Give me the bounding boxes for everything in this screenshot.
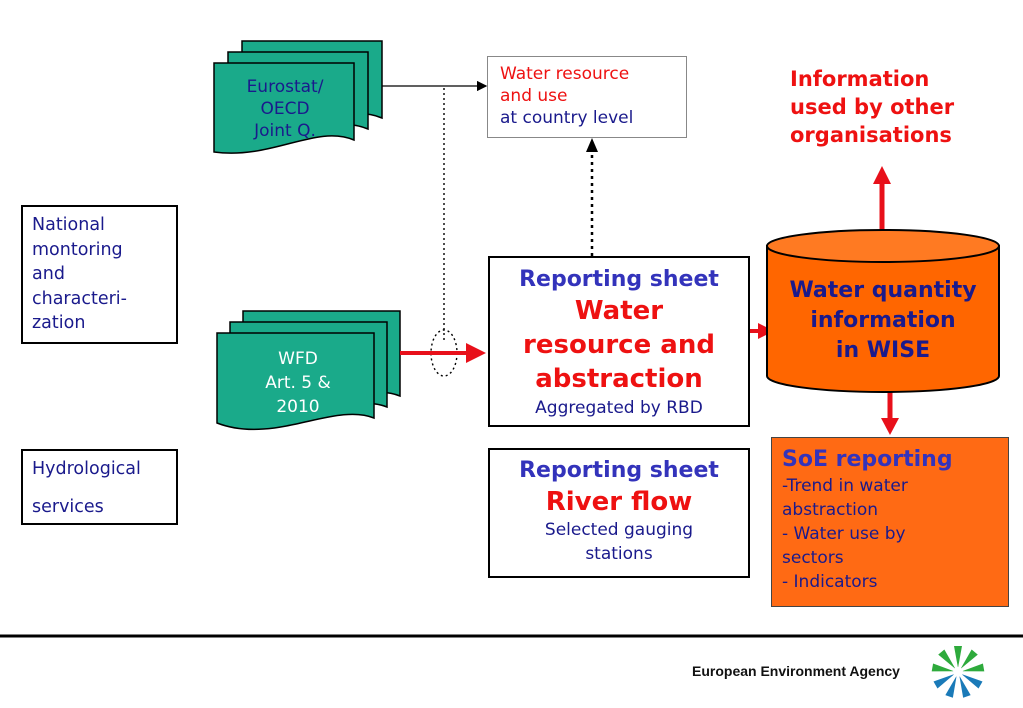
soe-line-1: -Trend in water xyxy=(782,476,908,496)
info-line-2: used by other xyxy=(790,95,955,119)
wfd-line-3: 2010 xyxy=(276,397,320,417)
wfd-line-2: Art. 5 & xyxy=(265,373,331,393)
national-monitoring-box: National montoring and characteri- zatio… xyxy=(21,205,178,344)
eurostat-line-2: OECD xyxy=(260,99,310,119)
eurostat-document-stack xyxy=(213,40,383,154)
info-line-1: Information xyxy=(790,67,930,91)
eurostat-doc-label: Eurostat/ OECD Joint Q. xyxy=(220,76,350,142)
info-other-orgs: Information used by other organisations xyxy=(790,65,954,149)
national-line-3: and xyxy=(32,264,65,284)
sheet-water-main-3: abstraction xyxy=(535,364,703,394)
wfd-doc-label: WFD Art. 5 & 2010 xyxy=(228,347,368,419)
sheet-river-main: River flow xyxy=(545,487,693,517)
reporting-sheet-river: Reporting sheet River flow Selected gaug… xyxy=(488,448,750,578)
wise-to-soe-arrow xyxy=(881,391,899,435)
country-box-line-2: and use xyxy=(500,86,568,106)
sheet-river-sub-1: Selected gauging xyxy=(544,520,694,540)
country-box-line-1: Water resource xyxy=(500,64,630,84)
soe-line-3: - Water use by xyxy=(782,524,906,544)
sheet-river-title: Reporting sheet xyxy=(519,458,719,483)
sheet-water-main-2: resource and xyxy=(523,330,715,360)
country-level-box: Water resource and use at country level xyxy=(487,56,687,138)
national-line-2: montoring xyxy=(32,239,123,260)
hydrological-services-box: Hydrological services xyxy=(21,449,178,525)
soe-line-5: - Indicators xyxy=(782,572,878,592)
wise-cylinder xyxy=(766,229,1000,393)
agency-name: European Environment Agency xyxy=(692,663,900,679)
country-box-line-3: at country level xyxy=(500,108,634,128)
soe-line-4: sectors xyxy=(782,548,844,568)
wfd-to-sheet-arrow xyxy=(400,343,486,363)
sheet-water-title: Reporting sheet xyxy=(519,267,719,292)
eea-logo-icon xyxy=(931,646,985,698)
soe-line-2: abstraction xyxy=(782,500,879,520)
info-line-3: organisations xyxy=(790,123,952,147)
national-line-1: National xyxy=(32,215,105,235)
wfd-line-1: WFD xyxy=(278,349,318,369)
national-line-5: zation xyxy=(32,313,86,333)
sheet-water-main-1: Water xyxy=(574,296,664,326)
soe-reporting-box: SoE reporting -Trend in water abstractio… xyxy=(771,437,1009,607)
eurostat-line-3: Joint Q. xyxy=(254,121,316,141)
sheet-river-sub-2: stations xyxy=(585,544,653,564)
wise-line-2: information xyxy=(810,308,956,333)
wfd-document-stack xyxy=(216,310,401,431)
sheet-to-country-arrow xyxy=(586,138,598,256)
sheet-water-sub: Aggregated by RBD xyxy=(535,398,703,418)
wise-line-3: in WISE xyxy=(835,338,931,363)
hydro-line-1: Hydrological xyxy=(32,459,141,479)
wise-line-1: Water quantity xyxy=(789,278,977,303)
hydro-line-2: services xyxy=(32,497,104,517)
wise-label: Water quantity information in WISE xyxy=(767,276,999,366)
reporting-sheet-water: Reporting sheet Water resource and abstr… xyxy=(488,256,750,427)
national-line-4: characteri- xyxy=(32,288,127,309)
soe-title: SoE reporting xyxy=(782,447,953,472)
eurostat-line-1: Eurostat/ xyxy=(246,77,324,97)
